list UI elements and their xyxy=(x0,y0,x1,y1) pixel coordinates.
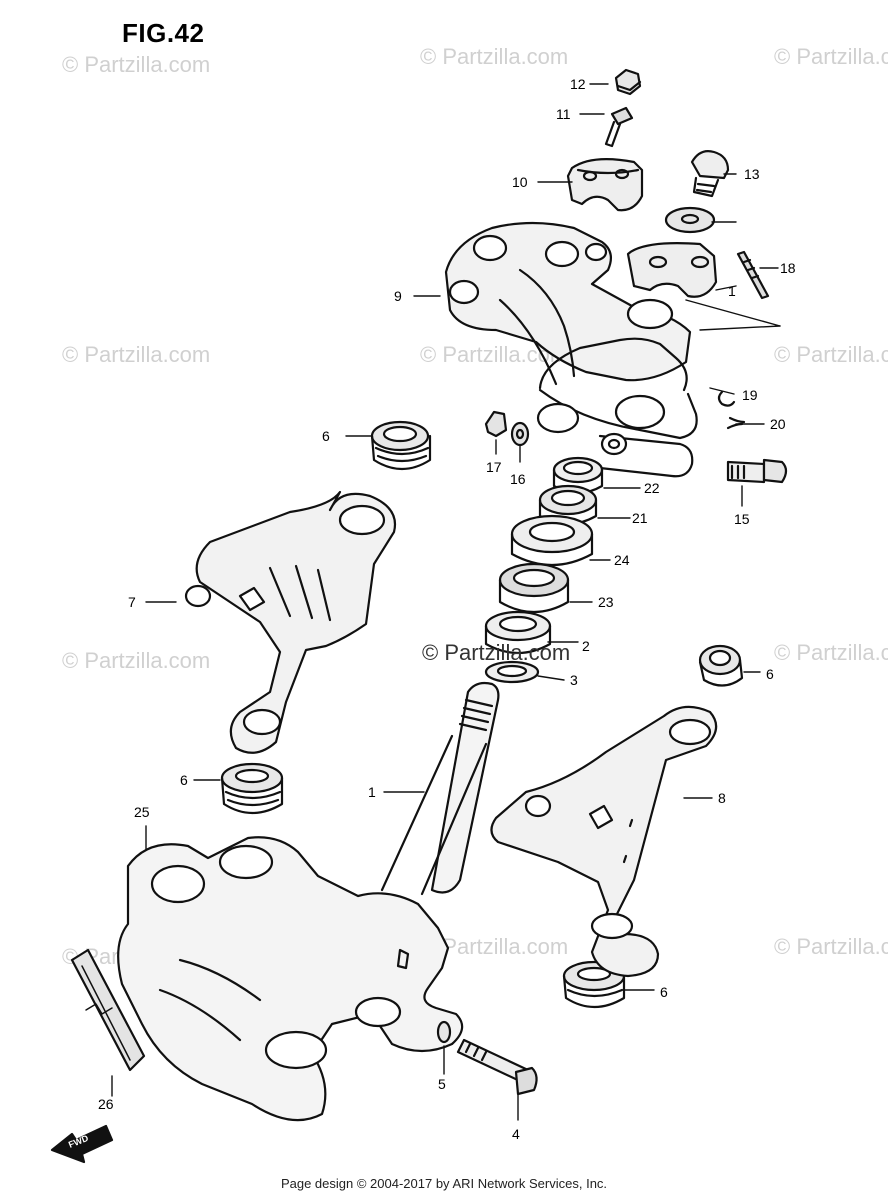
part-10-clamp xyxy=(566,158,644,212)
part-4-bolt xyxy=(456,1038,538,1096)
part-26-plate xyxy=(70,948,146,1072)
callout-19: 19 xyxy=(742,387,758,403)
callout-6-d: 6 xyxy=(660,984,668,1000)
part-7-bracket-left xyxy=(184,490,397,754)
callout-4: 4 xyxy=(512,1126,520,1142)
watermark-text: © Partzilla.com xyxy=(62,52,211,77)
part-washer xyxy=(664,206,716,234)
fwd-arrow-icon xyxy=(50,1124,114,1164)
callout-1: 1 xyxy=(368,784,376,800)
callout-18: 18 xyxy=(780,260,796,276)
callout-6-a: 6 xyxy=(322,428,330,444)
callout-11: 11 xyxy=(556,106,571,122)
part-20-clip xyxy=(726,416,746,430)
part-19-clip xyxy=(717,390,736,407)
watermark-text: © Partzilla.com xyxy=(774,934,888,959)
callout-8: 8 xyxy=(718,790,726,806)
footer-credit: Page design © 2004-2017 by ARI Network S… xyxy=(280,1176,608,1191)
part-3-seal xyxy=(484,660,540,684)
callout-23: 23 xyxy=(598,594,614,610)
part-25-lower-bracket xyxy=(117,836,464,1122)
callout-13: 13 xyxy=(744,166,760,182)
callout-26: 26 xyxy=(98,1096,114,1112)
watermark-text: © Partzilla.com xyxy=(420,44,569,69)
callout-6-c: 6 xyxy=(180,772,188,788)
part-17-nut xyxy=(484,410,508,438)
part-16-washer xyxy=(510,421,530,447)
part-6-grommet-3 xyxy=(220,762,284,814)
callout-16: 16 xyxy=(510,471,526,487)
part-6-grommet-1 xyxy=(370,420,432,471)
part-13-cap xyxy=(690,150,730,198)
part-11-bolt xyxy=(604,106,634,148)
callout-12: 12 xyxy=(570,76,586,92)
part-9-upper-bracket xyxy=(444,221,698,478)
callout-2: 2 xyxy=(582,638,590,654)
part-12-nut xyxy=(614,68,642,96)
callout-9: 9 xyxy=(394,288,402,304)
callouts: 12 11 10 13 18 1 9 19 20 17 16 22 15 21 … xyxy=(67,76,796,1150)
watermark-text: © Partzilla.com xyxy=(774,342,888,367)
part-18-pin xyxy=(736,250,770,300)
part-2-race xyxy=(484,610,552,654)
callout-7: 7 xyxy=(128,594,136,610)
part-23-bearing xyxy=(498,562,570,613)
callout-21: 21 xyxy=(632,510,648,526)
callout-20: 20 xyxy=(770,416,786,432)
part-5-washer xyxy=(436,1020,452,1044)
callout-6-b: 6 xyxy=(766,666,774,682)
callout-3: 3 xyxy=(570,672,578,688)
part-24-seal xyxy=(510,514,594,567)
callout-22: 22 xyxy=(644,480,660,496)
part-clamp-right xyxy=(626,242,718,298)
watermark-text: © Partzilla.com xyxy=(62,342,211,367)
part-8-bracket-right xyxy=(490,705,718,978)
watermark-text: © Partzilla.com xyxy=(774,640,888,665)
callout-1-upper: 1 xyxy=(728,283,736,299)
callout-25: 25 xyxy=(134,804,150,820)
watermark-text: © Partzilla.com xyxy=(62,648,211,673)
leader-lines xyxy=(111,83,781,1121)
callout-24: 24 xyxy=(614,552,630,568)
callout-17: 17 xyxy=(486,459,502,475)
callout-10: 10 xyxy=(512,174,528,190)
watermark-center: © Partzilla.com xyxy=(422,640,571,665)
figure-title: FIG.42 xyxy=(122,18,205,48)
part-15-bolt xyxy=(726,458,788,484)
watermark-text: © Partzilla.com xyxy=(774,44,888,69)
callout-5: 5 xyxy=(438,1076,446,1092)
part-1-steering-stem xyxy=(380,681,500,896)
part-6-grommet-2 xyxy=(698,644,744,687)
callout-15: 15 xyxy=(734,511,750,527)
